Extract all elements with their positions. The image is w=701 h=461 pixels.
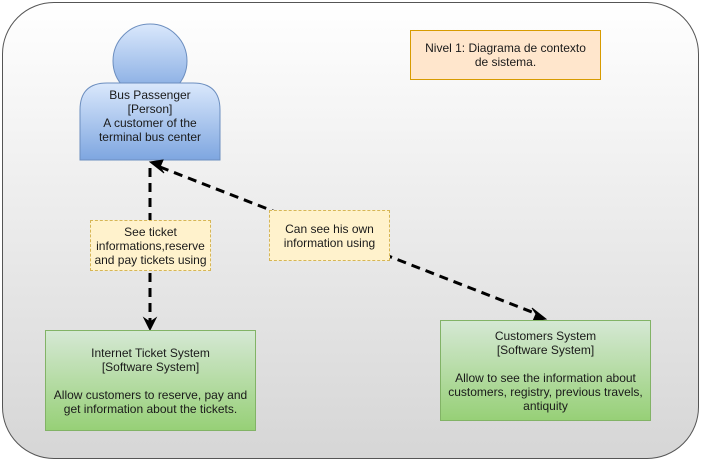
internet-system-name: Internet Ticket System [91,345,210,360]
customers-system-description-line2: customers, registry, previous travels, [448,384,643,399]
relation-left-line1: See ticket [124,224,177,239]
person-body [79,82,221,161]
relation-left-line3: and pay tickets using [94,252,207,267]
relation-right-line1: Can see his own [285,221,374,236]
customers-system-name: Customers System [494,328,597,343]
relation-label-customers: Can see his own information using [269,210,390,261]
internet-system-type: [Software System] [101,359,200,374]
customers-system-description-line3: antiquity [523,398,568,413]
diagram-title: Nivel 1: Diagrama de contexto de sistema… [425,41,586,69]
person-name: Bus Passenger [109,88,191,102]
diagram-title-note: Nivel 1: Diagrama de contexto de sistema… [410,30,601,80]
person-label: Bus Passenger [Person] A customer of the… [80,88,220,144]
internet-system-description-line2: get information about the tickets. [63,401,238,416]
internet-system-description-line1: Allow customers to reserve, pay and [53,387,248,402]
person-description-line2: terminal bus center [98,130,202,144]
relation-left-line2: informations,reserve [96,238,205,253]
person-shape[interactable] [79,23,221,161]
customers-system-type: [Software System] [496,342,595,357]
person-description-line1: A customer of the [103,116,197,130]
customers-system-box[interactable]: Customers System [Software System] Allow… [440,320,651,421]
person-type: [Person] [127,102,173,116]
internet-ticket-system-box[interactable]: Internet Ticket System [Software System]… [45,330,256,431]
customers-system-description-line1: Allow to see the information about [455,370,636,385]
relation-right-line2: information using [283,235,376,250]
relation-label-internet: See ticket informations,reserve and pay … [90,220,211,271]
